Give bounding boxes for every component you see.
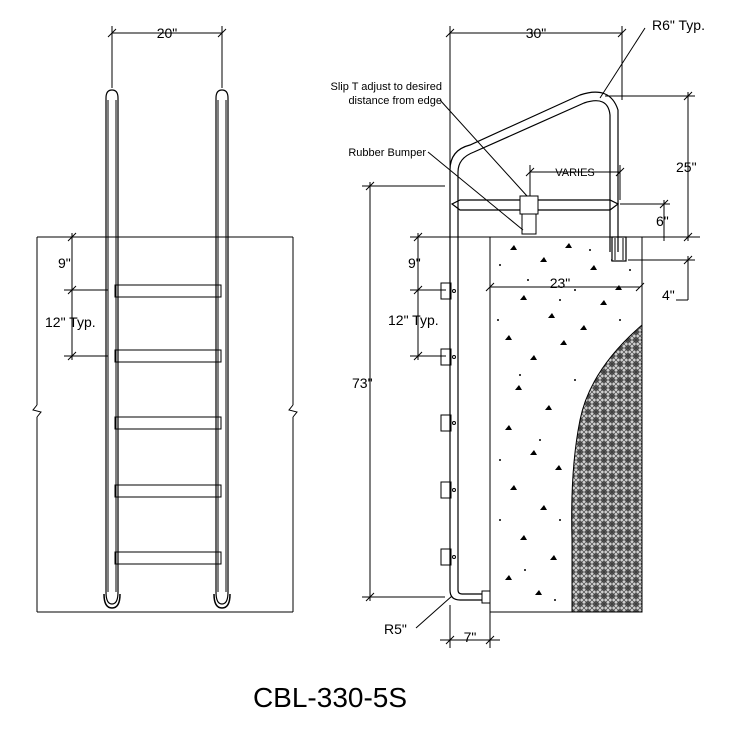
slip-t-callout: Slip T adjust to desired distance from e… bbox=[331, 81, 528, 197]
side-view: 30" R6" Typ. Slip T adjust to desired di… bbox=[331, 17, 705, 648]
slip-t-note-line2: distance from edge bbox=[348, 95, 442, 107]
offset-label: 7" bbox=[464, 629, 477, 645]
side-width-dimension: 30" bbox=[445, 25, 627, 190]
front-step-dimensions: 9" 12" Typ. bbox=[45, 232, 108, 361]
side-step-spacing-label: 12" Typ. bbox=[388, 312, 439, 328]
front-wall-outline bbox=[32, 236, 298, 613]
side-steps bbox=[440, 282, 456, 566]
front-right-rail bbox=[215, 89, 229, 605]
varies-dimension: VARIES bbox=[525, 165, 625, 200]
front-view: 20" 9" 12" Typ. bbox=[32, 25, 298, 613]
coping-dimension: 4" bbox=[628, 255, 695, 303]
rail-height-dimension: 25" 6" bbox=[605, 91, 697, 242]
top-radius-callout: R6" Typ. bbox=[599, 17, 705, 99]
model-number: CBL-330-5S bbox=[253, 682, 407, 713]
bottom-radius-callout: R5" bbox=[384, 595, 453, 637]
rubber-bumper bbox=[521, 213, 537, 235]
rubber-bumper-callout: Rubber Bumper bbox=[348, 147, 524, 231]
wall-thickness-label: 23" bbox=[550, 275, 571, 291]
pool-water-texture bbox=[571, 323, 643, 613]
slip-t-note-line1: Slip T adjust to desired bbox=[331, 81, 443, 93]
bottom-radius-label: R5" bbox=[384, 621, 407, 637]
top-radius-label: R6" Typ. bbox=[652, 17, 705, 33]
wall-thickness-dimension: 23" bbox=[485, 275, 645, 292]
front-width-dimension: 20" bbox=[107, 25, 227, 88]
side-step-dimensions: 9" 12" Typ. bbox=[388, 232, 446, 361]
anchor-socket bbox=[611, 236, 627, 262]
bottom-bumper bbox=[481, 590, 491, 604]
cross-bar bbox=[450, 199, 620, 211]
coping-label: 4" bbox=[662, 287, 675, 303]
slip-t-fitting bbox=[519, 195, 539, 215]
handrail-above-deck-label: 6" bbox=[656, 213, 669, 229]
front-width-label: 20" bbox=[157, 25, 178, 41]
rubber-bumper-label: Rubber Bumper bbox=[348, 147, 426, 159]
rail-height-label: 25" bbox=[676, 159, 697, 175]
front-step-spacing-label: 12" Typ. bbox=[45, 314, 96, 330]
varies-label: VARIES bbox=[555, 167, 595, 179]
front-top-step-label: 9" bbox=[58, 255, 71, 271]
side-top-step-label: 9" bbox=[408, 255, 421, 271]
side-handrail bbox=[449, 91, 619, 590]
front-steps bbox=[114, 284, 222, 565]
overall-height-label: 73" bbox=[352, 375, 373, 391]
overall-height-dimension: 73" bbox=[352, 181, 445, 602]
offset-dimension: 7" bbox=[440, 605, 500, 648]
front-left-rail bbox=[105, 89, 119, 605]
side-width-label: 30" bbox=[526, 25, 547, 41]
